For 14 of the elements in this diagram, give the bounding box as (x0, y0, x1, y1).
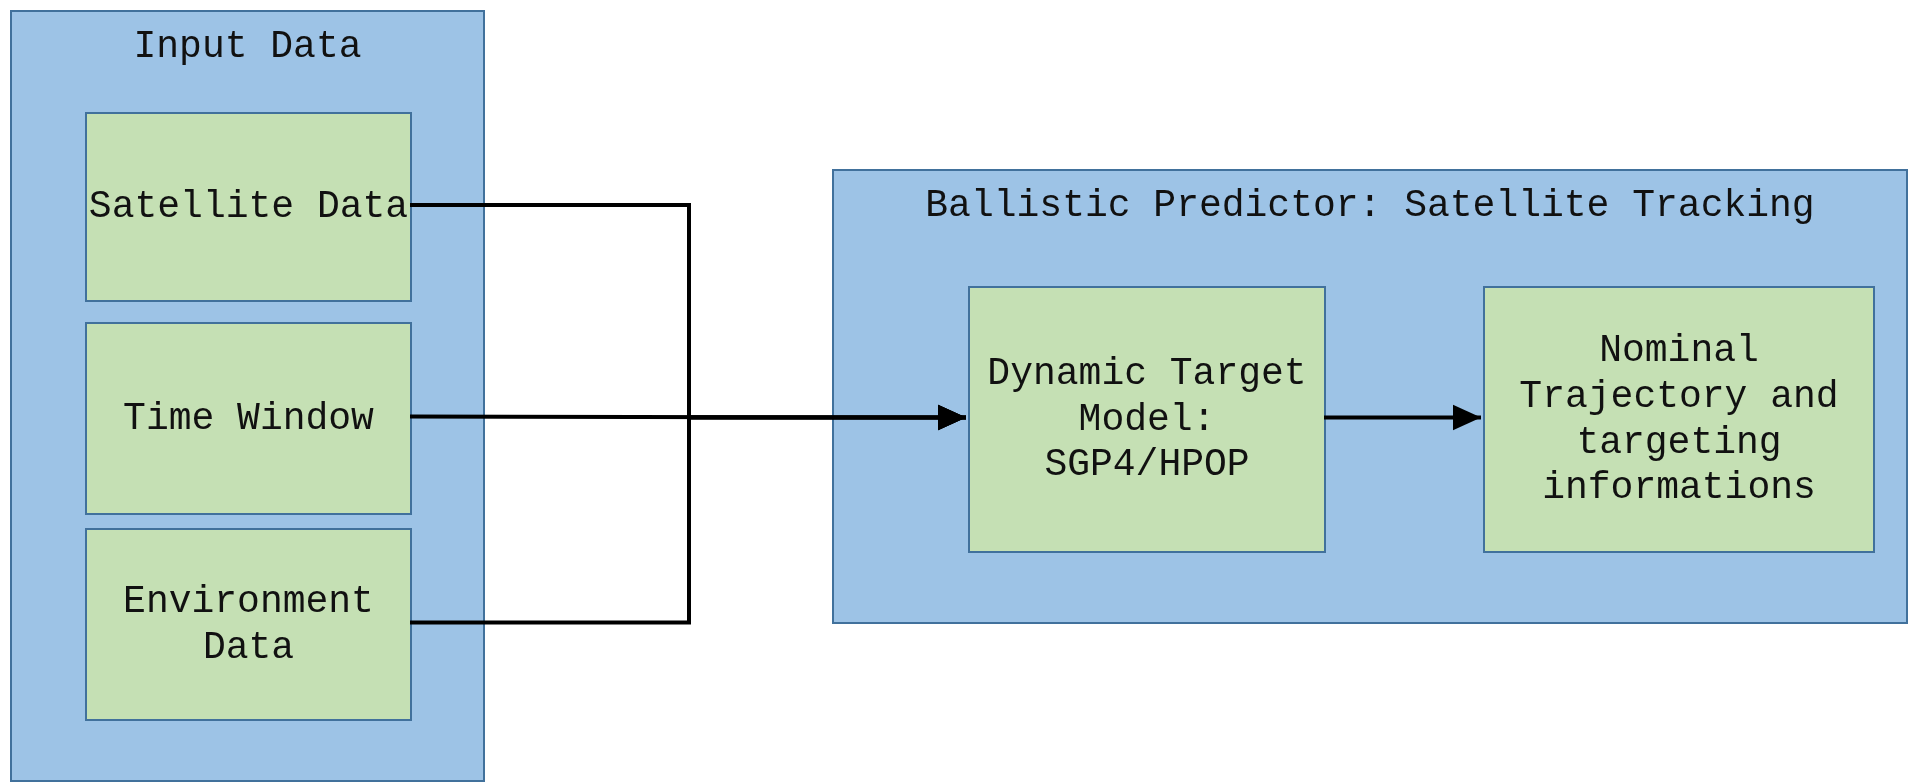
box-label: Satellite Data (88, 184, 409, 230)
group-panel (832, 169, 1908, 624)
box-label: Dynamic Target Model: SGP4/HPOP (986, 351, 1308, 488)
process-box (1483, 286, 1875, 553)
box-label: Time Window (123, 395, 374, 442)
panel-title: Ballistic Predictor: Satellite Tracking (925, 183, 1815, 229)
panel-title: Input Data (133, 24, 362, 70)
box-label: Nominal Trajectory and targeting informations (1518, 328, 1840, 511)
group-panel (10, 10, 485, 782)
process-box (85, 112, 412, 302)
process-box (968, 286, 1326, 553)
process-box (85, 322, 412, 515)
process-box (85, 528, 412, 721)
box-label: Environment Data (122, 578, 375, 671)
